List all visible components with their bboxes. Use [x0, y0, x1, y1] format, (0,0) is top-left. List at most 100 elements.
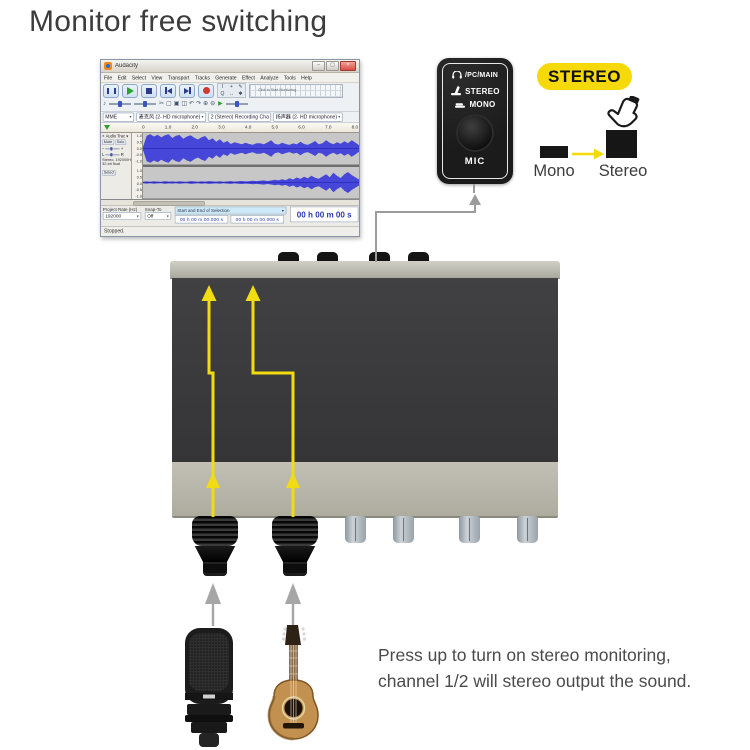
line-jack-1: [345, 516, 366, 543]
ruler-tick: 6.0: [298, 124, 305, 130]
paste-icon[interactable]: ▣: [173, 101, 180, 107]
pan-slider[interactable]: [105, 152, 120, 157]
playback-device-dropdown[interactable]: 扬声器 (2- HD microphone)▾: [273, 112, 343, 122]
track-name[interactable]: Audio Trac: [105, 133, 126, 139]
caption-line-1: Press up to turn on stereo monitoring,: [378, 645, 671, 665]
menu-item[interactable]: Analyze: [260, 74, 279, 81]
acoustic-guitar: [260, 624, 326, 750]
skip-start-button[interactable]: [160, 83, 176, 98]
record-button[interactable]: [198, 83, 214, 98]
undo-icon[interactable]: ↶: [189, 101, 195, 107]
xlr-connector-2: [272, 516, 318, 576]
play-at-speed-icon[interactable]: ▶: [218, 101, 223, 107]
mono-label: Mono: [533, 162, 575, 180]
scale-tick: -0.5: [135, 152, 142, 158]
zoom-tool[interactable]: Q: [220, 90, 225, 97]
select-button[interactable]: Select: [102, 170, 116, 176]
stop-button[interactable]: [141, 83, 157, 98]
guitar-input-arrowhead-icon: [285, 583, 301, 604]
menu-item[interactable]: File: [104, 74, 113, 81]
hand-press-icon: [604, 95, 642, 130]
pc-main-label: /PC/MAIN: [464, 71, 499, 79]
recording-volume-slider[interactable]: [109, 100, 131, 107]
ruler-tick: 7.0: [324, 124, 332, 130]
close-button[interactable]: ×: [340, 61, 356, 71]
status-text: Stopped.: [104, 227, 125, 234]
mic-gain-knob[interactable]: [458, 116, 492, 150]
selection-tool[interactable]: I: [221, 84, 224, 90]
menu-item[interactable]: Generate: [215, 74, 237, 81]
menu-item[interactable]: Edit: [117, 74, 127, 81]
play-speed-slider[interactable]: [225, 100, 248, 107]
audacity-titlebar: Audacity – ▢ ×: [101, 60, 359, 73]
line-jack-3: [459, 516, 480, 543]
menu-item[interactable]: Tools: [283, 74, 296, 81]
controller-stem: [473, 184, 475, 193]
menu-item[interactable]: View: [151, 74, 163, 81]
meter-toolbar[interactable]: Click to Start Monitoring: [249, 83, 343, 98]
gain-minus-label: −: [102, 146, 105, 151]
audio-host-dropdown[interactable]: MME▾: [102, 112, 134, 122]
rate-dropdown[interactable]: 192000▾: [102, 212, 142, 220]
menu-item[interactable]: Help: [301, 74, 312, 81]
playback-volume-slider[interactable]: [134, 100, 156, 107]
mute-button[interactable]: Mute: [102, 139, 114, 145]
gain-slider[interactable]: [105, 146, 120, 151]
scale-tick: -0.5: [135, 187, 142, 193]
selection-end-field[interactable]: 00 h 00 m 00.000 s: [230, 215, 284, 224]
envelope-tool[interactable]: +: [230, 84, 233, 90]
selection-mode-dropdown[interactable]: Start and End of Selection▾: [174, 206, 287, 215]
track-bitdepth-info: 32-bit float: [102, 162, 120, 167]
cut-icon[interactable]: ✂: [159, 101, 165, 107]
snap-label: Snap-To: [144, 206, 162, 212]
scale-tick: 1.0: [136, 168, 142, 174]
draw-tool[interactable]: ✎: [238, 84, 243, 90]
recording-channels-dropdown[interactable]: 2 (Stereo) Recording Cha▾: [208, 112, 271, 122]
copy-icon[interactable]: ▢: [166, 101, 172, 107]
menu-item[interactable]: Select: [131, 74, 146, 81]
track-menu-caret-icon[interactable]: ▾: [126, 133, 129, 139]
switch-down-icon: [455, 103, 466, 108]
maximize-button[interactable]: ▢: [326, 61, 339, 71]
switch-up-icon: [451, 86, 462, 96]
selection-toolbar: Project Rate (Hz) 192000▾ Snap-To Off▾ S…: [101, 206, 359, 227]
multi-tool[interactable]: ✱: [238, 90, 243, 97]
menu-item[interactable]: Tracks: [194, 74, 210, 81]
recording-device-dropdown[interactable]: 麦克风 (2- HD microphone)▾: [136, 112, 206, 122]
device-top-panel: [170, 261, 560, 279]
waveform-lane-1[interactable]: [143, 133, 359, 165]
mic-input-arrowhead-icon: [205, 583, 221, 604]
menu-item[interactable]: Effect: [241, 74, 255, 81]
stereo-label: Stereo: [598, 162, 648, 180]
track-close-icon[interactable]: ×: [102, 133, 105, 139]
status-bar: Stopped.: [101, 227, 359, 236]
trim-icon[interactable]: ◫: [181, 101, 188, 107]
timeshift-tool[interactable]: ↔: [229, 90, 234, 97]
play-button[interactable]: [122, 83, 138, 98]
controller-wire-arrowhead-icon: [469, 194, 481, 205]
solo-button[interactable]: Solo: [114, 139, 126, 145]
microphone: [176, 627, 242, 750]
monitor-controller: /PC/MAIN STEREO MONO MIC: [437, 58, 513, 184]
zoom-out-icon[interactable]: ⊖: [210, 101, 216, 107]
minimize-button[interactable]: –: [312, 61, 325, 71]
scrollbar-thumb[interactable]: [133, 201, 205, 206]
snap-dropdown[interactable]: Off▾: [144, 212, 172, 220]
pause-button[interactable]: [103, 83, 119, 98]
redo-icon[interactable]: ↷: [196, 101, 202, 107]
ruler-tick: 2.0: [191, 124, 198, 130]
timeline-pin-icon: [104, 125, 110, 130]
menu-item[interactable]: Transport: [167, 74, 190, 81]
mono-to-stereo-arrow: [572, 147, 604, 165]
waveform-lane-2[interactable]: [143, 167, 359, 199]
horizontal-scrollbar[interactable]: [101, 200, 359, 206]
stereo-badge: STEREO: [537, 63, 632, 90]
zoom-in-icon[interactable]: ⊕: [203, 101, 209, 107]
meter-hint: Click to Start Monitoring: [258, 87, 297, 92]
mic-level-icon: ♪: [103, 100, 106, 107]
selection-start-field[interactable]: 00 h 00 m 00.000 s: [174, 215, 229, 224]
skip-end-button[interactable]: [179, 83, 195, 98]
